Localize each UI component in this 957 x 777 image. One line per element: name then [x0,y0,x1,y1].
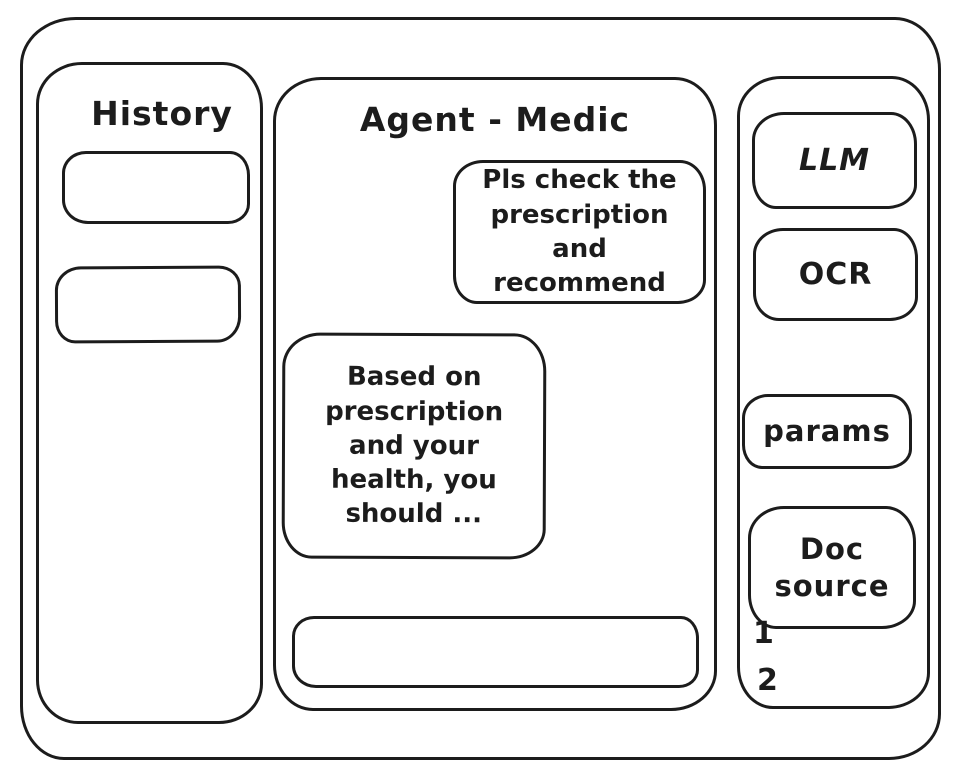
doc-source-button[interactable]: Doc source [748,506,916,629]
doc-source-item-2[interactable]: 2 [757,663,778,698]
ocr-button[interactable]: OCR [753,228,918,321]
message-input[interactable] [292,616,699,688]
user-message-bubble: Pls check the prescription and recommend [453,160,706,304]
history-item[interactable] [62,151,250,224]
agent-message-bubble: Based on prescription and your health, y… [281,332,547,560]
doc-source-item-1[interactable]: 1 [753,616,774,651]
history-title: History [91,94,233,133]
params-button[interactable]: params [742,394,912,469]
chat-title: Agent - Medic [359,100,631,139]
llm-button[interactable]: LLM [752,112,917,209]
history-item[interactable] [54,265,242,344]
